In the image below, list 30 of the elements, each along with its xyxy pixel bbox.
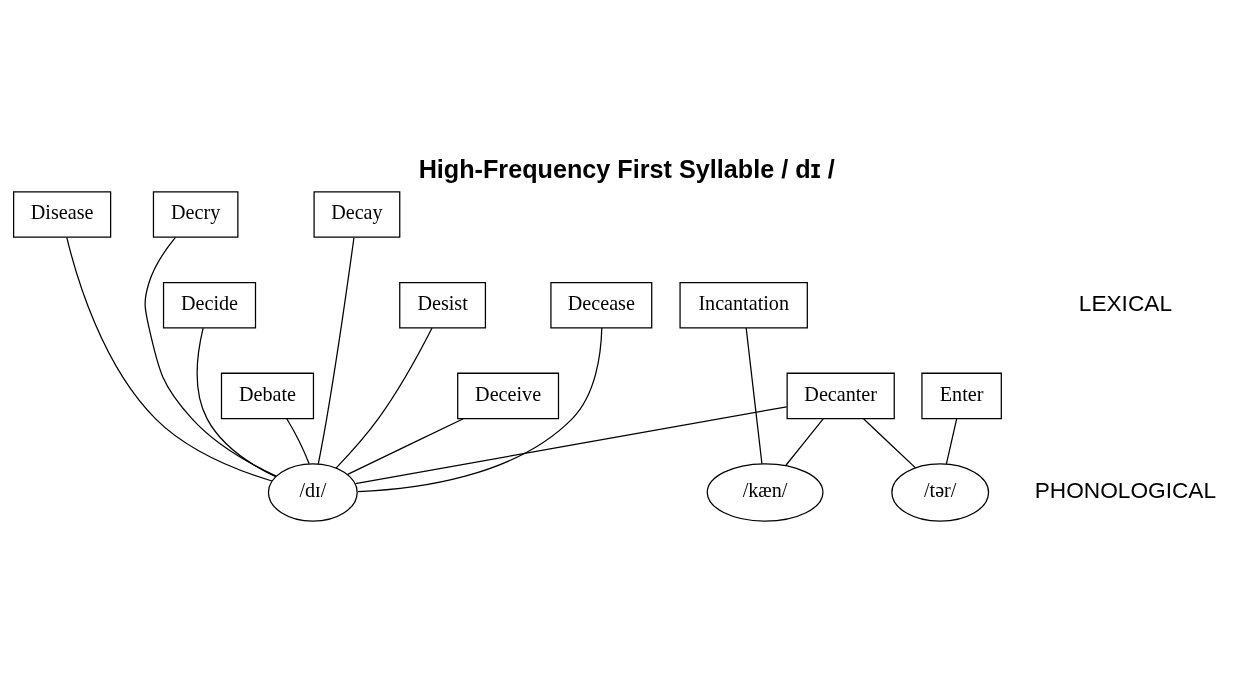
connector: [354, 406, 788, 485]
connector: [945, 418, 958, 465]
diagram-title: High-Frequency First Syllable / dɪ /: [418, 154, 835, 183]
connector: [66, 236, 273, 482]
node-box: Disease: [13, 191, 112, 238]
connector: [347, 418, 464, 476]
node-box: Desist: [399, 281, 487, 329]
node-box: Decry: [152, 191, 239, 238]
connector: [357, 327, 603, 493]
connector: [785, 418, 824, 467]
connector: [144, 236, 277, 477]
node-ellipse: /dɪ/: [267, 463, 358, 522]
node-box: Decanter: [786, 372, 895, 420]
node-ellipse: /kæn/: [706, 463, 824, 522]
node-box: Decease: [550, 281, 653, 329]
connector: [286, 418, 310, 465]
connector: [196, 327, 276, 478]
connector: [745, 327, 763, 465]
label: LEXICAL: [1078, 289, 1173, 316]
label: PHONOLOGICAL: [1034, 476, 1217, 503]
node-ellipse: /tər/: [891, 463, 990, 522]
node-box: Deceive: [457, 372, 560, 420]
node-box: Decide: [162, 281, 257, 329]
node-box: Enter: [921, 372, 1002, 420]
connector: [335, 327, 433, 469]
connector: [317, 237, 355, 465]
node-box: Decay: [313, 191, 401, 238]
connector: [863, 418, 917, 469]
node-box: Debate: [220, 372, 315, 420]
node-box: Incantation: [679, 281, 808, 329]
